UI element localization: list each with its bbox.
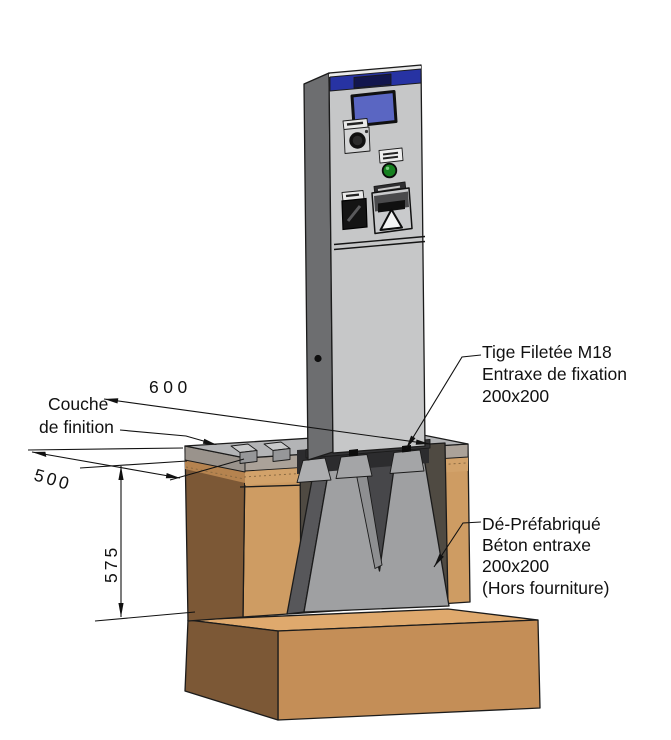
machine-front-panel	[328, 64, 426, 454]
machine-side-panel	[303, 72, 334, 461]
precast-lug	[335, 454, 373, 479]
instruction-label-text	[382, 151, 399, 156]
arrowhead	[104, 398, 119, 404]
precast-text-line2: Béton entraxe	[482, 535, 591, 555]
arrowhead	[118, 603, 124, 617]
arrowhead	[165, 473, 180, 479]
coin-return-dot	[364, 129, 369, 134]
ticket-exit-slot	[378, 200, 405, 213]
door-seam	[333, 235, 426, 246]
lower-block-side-face	[184, 619, 279, 721]
finishing-layer-text-line1: Couche	[48, 394, 108, 414]
ticket-chute-triangle	[379, 208, 403, 231]
anchor-pads	[230, 441, 291, 464]
anchor-pad-front	[239, 450, 258, 464]
coin-slot-label-text	[346, 121, 364, 126]
green-led-button	[381, 162, 398, 179]
finishing-layer-text-line2: de finition	[39, 417, 114, 437]
label-threaded-rod: Tige Filetée M18 Entraxe de fixation 200…	[405, 342, 627, 450]
dimension-575: 575	[79, 460, 196, 622]
instruction-label-text	[382, 155, 399, 160]
precast-concrete-block	[286, 451, 450, 615]
brand-logo	[353, 73, 392, 89]
ticket-machine	[303, 64, 426, 461]
precast-text-line4: (Hors fourniture)	[482, 578, 609, 598]
precast-lug	[389, 449, 425, 474]
threaded-rod-text-line2: Entraxe de fixation	[482, 364, 627, 384]
ticket-dispenser-label-text	[377, 185, 401, 191]
precast-text-line3: 200x200	[482, 556, 549, 576]
threaded-rod-text-line1: Tige Filetée M18	[482, 342, 612, 362]
dimension-600: 600	[103, 377, 431, 445]
precast-top-lugs	[296, 449, 425, 483]
machine-display	[350, 90, 398, 128]
arrowhead	[415, 439, 430, 445]
lower-foundation-block	[184, 608, 541, 721]
anchor-bolt-left	[349, 449, 358, 457]
arrowhead	[118, 466, 124, 480]
arrowhead	[434, 553, 444, 567]
arrowhead	[406, 435, 416, 449]
green-led-highlight	[385, 166, 390, 170]
arrowhead	[32, 451, 47, 457]
door-seam	[333, 240, 426, 251]
machine-top-edge	[329, 66, 421, 77]
dimension-600-value: 600	[149, 377, 192, 397]
precast-text-line1: Dé-Préfabriqué	[482, 514, 601, 534]
arrowhead	[202, 438, 217, 445]
anchor-pad-front	[272, 448, 291, 462]
precast-lug	[296, 457, 332, 483]
lower-block-front-face	[277, 619, 541, 721]
instruction-label	[378, 147, 404, 164]
label-precast-block: Dé-Préfabriqué Béton entraxe 200x200 (Ho…	[433, 514, 609, 598]
annotations: 600 Couche de finition 500 575	[27, 342, 627, 622]
label-finishing-layer: Couche de finition	[39, 394, 217, 445]
coin-slot-inner	[352, 135, 363, 146]
card-reader-label-text	[345, 193, 360, 198]
dimension-500-value: 500	[32, 465, 74, 495]
dimension-575-value: 575	[101, 545, 121, 583]
card-reader-slot	[346, 205, 362, 222]
threaded-rod-text-line3: 200x200	[482, 386, 549, 406]
lock-keyhole	[314, 354, 322, 363]
